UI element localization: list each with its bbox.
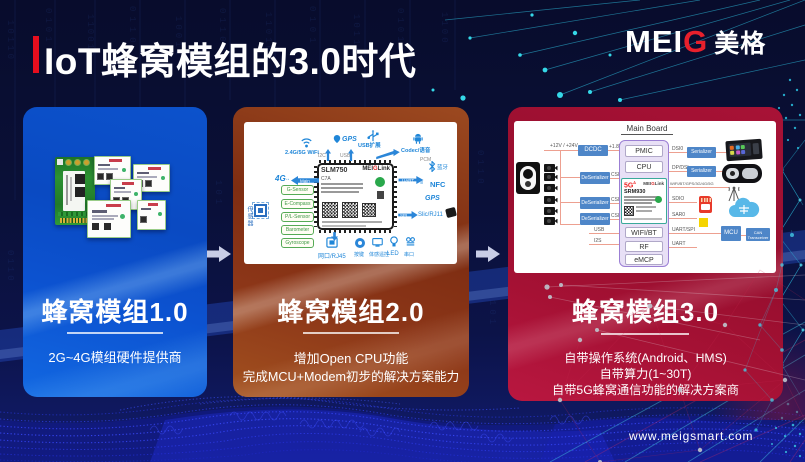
svg-text:101: 101 (487, 300, 497, 328)
svg-text:110010: 110010 (85, 14, 95, 58)
svg-text:01101: 01101 (217, 8, 227, 55)
svg-text:01011: 01011 (395, 8, 405, 55)
svg-text:101: 101 (213, 180, 223, 208)
svg-text:0101: 0101 (43, 8, 53, 46)
svg-text:10110: 10110 (351, 14, 361, 56)
svg-text:0110: 0110 (475, 150, 485, 188)
svg-text:SPI: SPI (400, 213, 407, 218)
svg-text:Main: Main (300, 179, 310, 184)
svg-text:0110: 0110 (5, 250, 15, 284)
svg-text:0110: 0110 (127, 6, 137, 48)
svg-text:1100: 1100 (439, 12, 449, 46)
svg-text:11010: 11010 (263, 12, 273, 54)
svg-text:0101: 0101 (307, 6, 317, 48)
svg-text:10110: 10110 (5, 20, 15, 62)
svg-text:10011: 10011 (173, 16, 183, 58)
svg-text:UART: UART (402, 178, 414, 183)
